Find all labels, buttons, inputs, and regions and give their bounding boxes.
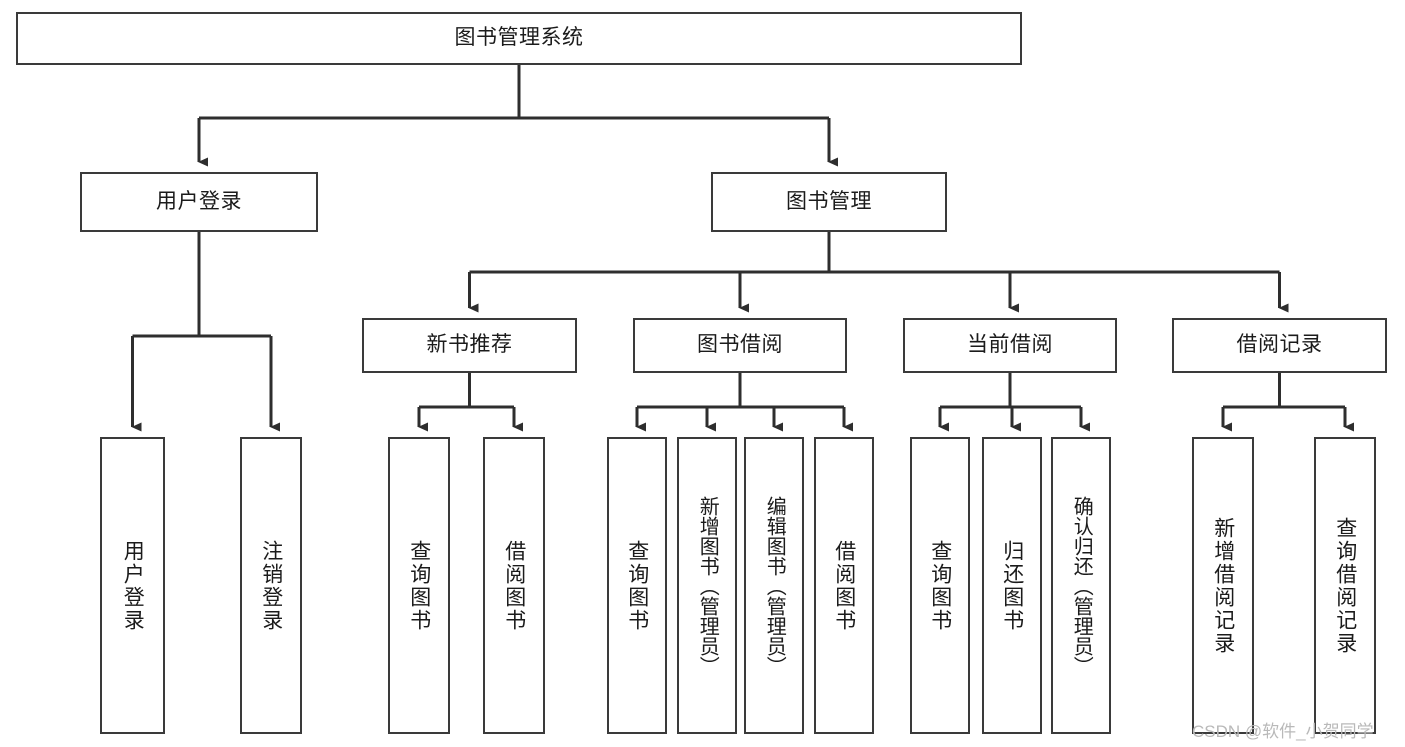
node-leaf-return-book[interactable]: 归还图书 — [982, 437, 1042, 734]
node-label: 用户登录 — [121, 539, 145, 632]
node-label: 图书借阅 — [697, 333, 783, 357]
node-leaf-borrow-book-recommend[interactable]: 借阅图书 — [483, 437, 545, 734]
node-leaf-user-login[interactable]: 用户登录 — [100, 437, 165, 734]
node-label: 查询图书 — [928, 539, 952, 632]
node-label: 编辑图书（管理员） — [763, 495, 786, 676]
node-leaf-add-borrow-record[interactable]: 新增借阅记录 — [1192, 437, 1254, 734]
node-label: 确认归还（管理员） — [1070, 495, 1093, 676]
node-leaf-query-book-current[interactable]: 查询图书 — [910, 437, 970, 734]
node-label: 查询图书 — [625, 539, 649, 632]
node-leaf-query-borrow-record[interactable]: 查询借阅记录 — [1314, 437, 1376, 734]
node-leaf-edit-book[interactable]: 编辑图书（管理员） — [744, 437, 804, 734]
node-label: 图书管理系统 — [454, 26, 584, 50]
node-label: 当前借阅 — [967, 333, 1053, 357]
node-label: 借阅图书 — [502, 539, 526, 632]
node-label: 查询图书 — [407, 539, 431, 632]
node-current-borrow[interactable]: 当前借阅 — [903, 318, 1117, 373]
node-label: 借阅图书 — [832, 539, 856, 632]
csdn-watermark: CSDN @软件_小贺同学 — [1192, 722, 1374, 741]
node-book-management[interactable]: 图书管理 — [711, 172, 947, 232]
node-leaf-logout-login[interactable]: 注销登录 — [240, 437, 302, 734]
node-book-borrow[interactable]: 图书借阅 — [633, 318, 847, 373]
node-label: 新书推荐 — [426, 333, 513, 357]
node-label: 用户登录 — [156, 189, 242, 213]
node-label: 图书管理 — [786, 189, 872, 213]
node-label: 查询借阅记录 — [1333, 516, 1357, 655]
node-leaf-query-book-borrow[interactable]: 查询图书 — [607, 437, 667, 734]
node-new-book-recommend[interactable]: 新书推荐 — [362, 318, 577, 373]
node-root-root[interactable]: 图书管理系统 — [16, 12, 1022, 65]
node-label: 新增借阅记录 — [1211, 516, 1235, 655]
node-label: 借阅记录 — [1236, 333, 1323, 357]
node-leaf-add-book[interactable]: 新增图书（管理员） — [677, 437, 737, 734]
node-label: 新增图书（管理员） — [696, 495, 719, 676]
node-label: 归还图书 — [1000, 539, 1024, 632]
node-leaf-confirm-return[interactable]: 确认归还（管理员） — [1051, 437, 1111, 734]
node-borrow-record[interactable]: 借阅记录 — [1172, 318, 1387, 373]
node-user-login[interactable]: 用户登录 — [80, 172, 318, 232]
node-leaf-borrow-book[interactable]: 借阅图书 — [814, 437, 874, 734]
node-leaf-query-book-recommend[interactable]: 查询图书 — [388, 437, 450, 734]
node-label: 注销登录 — [259, 539, 283, 632]
